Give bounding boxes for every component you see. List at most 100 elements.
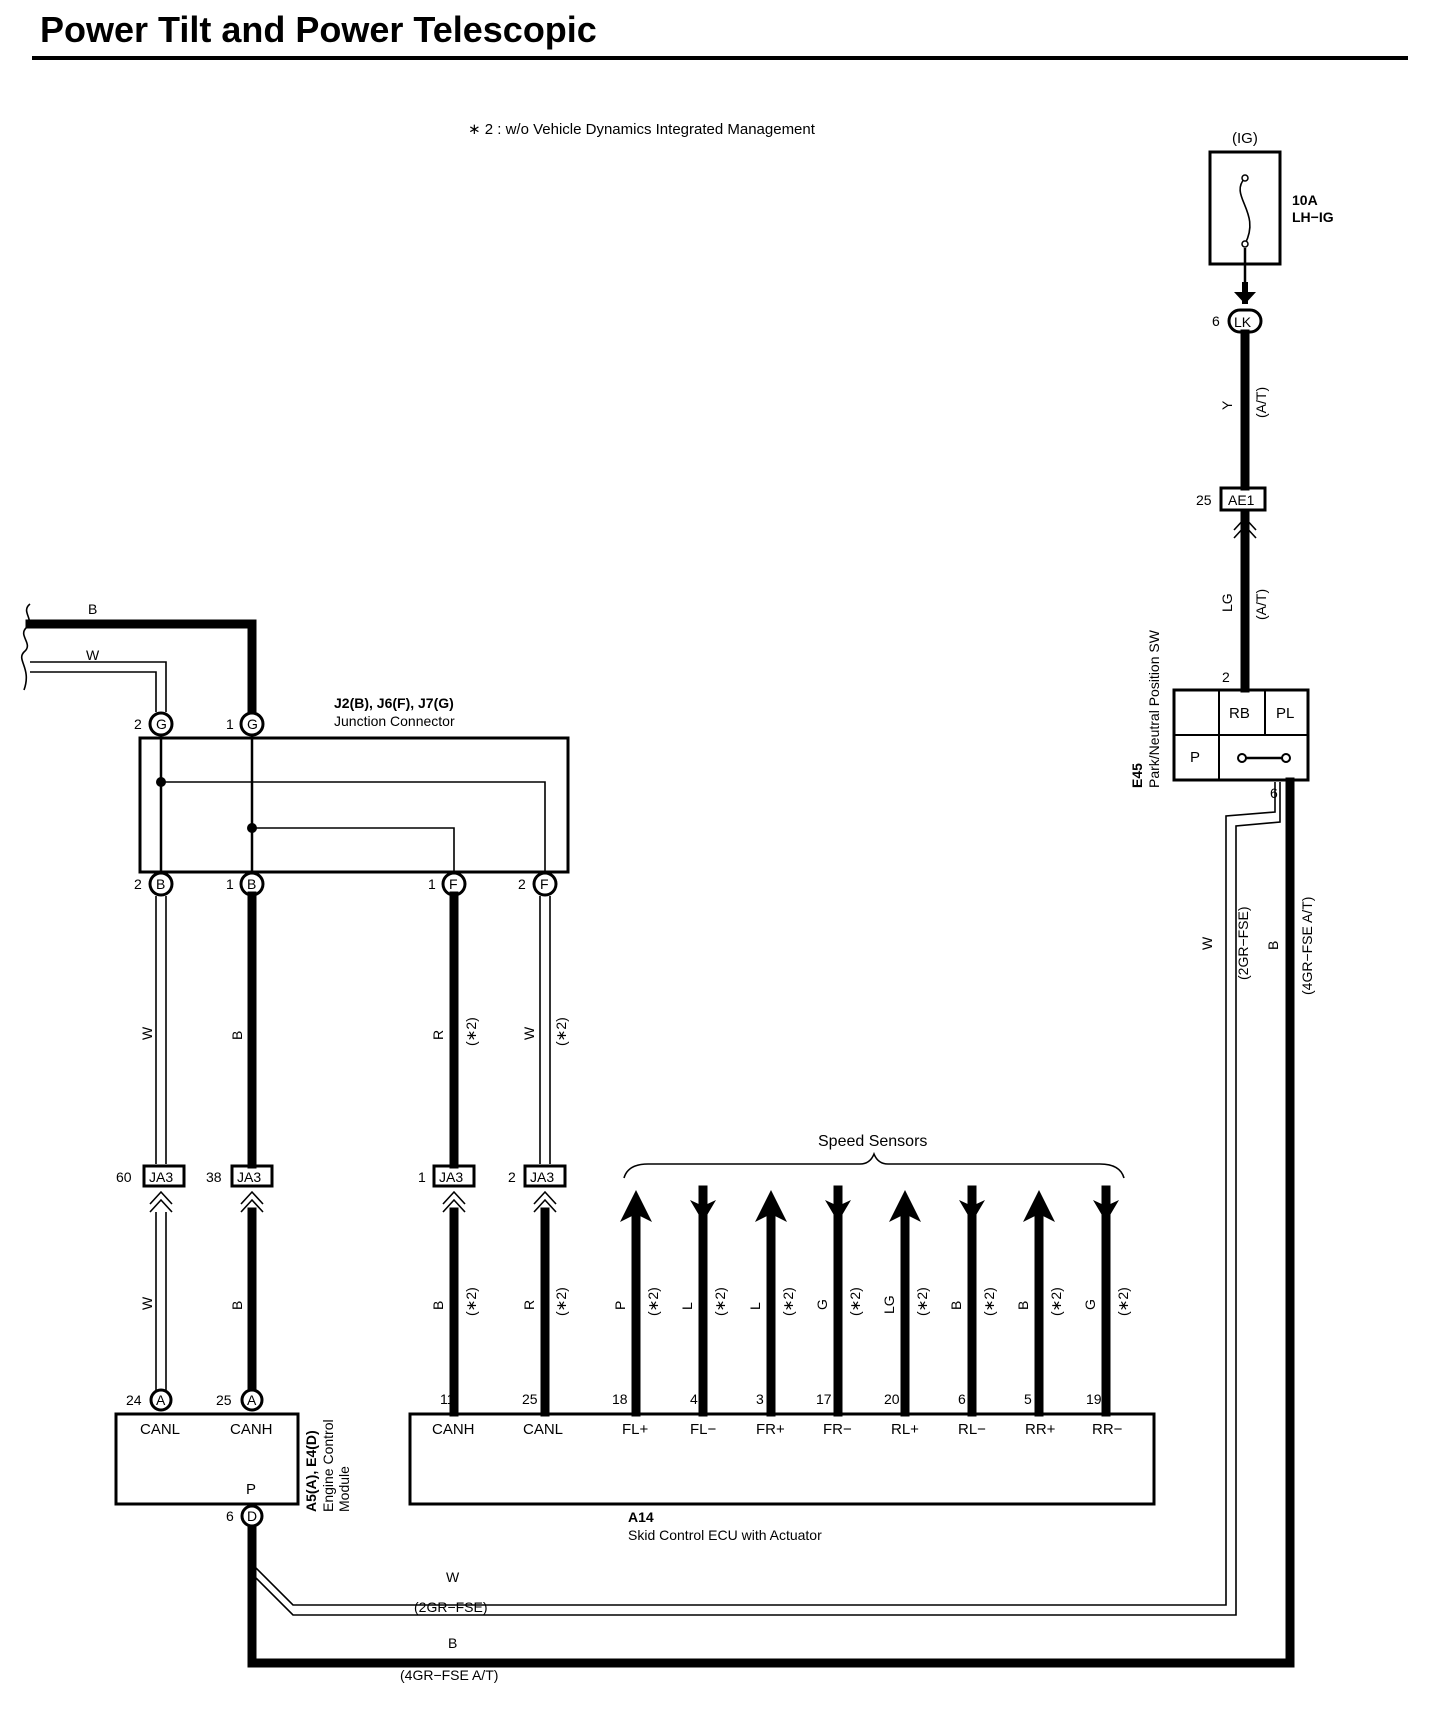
junction-f-2-pin: 2	[518, 876, 526, 892]
ecm-p: P	[246, 1481, 256, 1498]
svg-text:(∗2): (∗2)	[1115, 1287, 1131, 1316]
wire-b-right-color: B	[1265, 941, 1281, 950]
wire-w-upper-2-variant: (∗2)	[553, 1017, 569, 1046]
svg-text:18: 18	[612, 1391, 628, 1407]
svg-text:4: 4	[690, 1391, 698, 1407]
svg-text:25: 25	[522, 1391, 538, 1407]
junction-name: Junction Connector	[334, 713, 455, 729]
svg-text:JA3: JA3	[530, 1169, 554, 1185]
junction-box	[138, 736, 570, 874]
svg-text:P: P	[612, 1301, 628, 1310]
svg-text:JA3: JA3	[439, 1169, 463, 1185]
wire-b-bottom-variant: (4GR−FSE A/T)	[400, 1667, 498, 1683]
svg-text:FR+: FR+	[756, 1421, 785, 1438]
skid-ecu-code: A14	[628, 1509, 654, 1525]
svg-text:L: L	[679, 1302, 695, 1310]
wire-b-4gr	[247, 777, 1295, 1668]
junction-b-2-label: B	[156, 876, 165, 892]
svg-text:RR+: RR+	[1025, 1421, 1056, 1438]
wire-w-2gr-b	[252, 782, 1281, 1616]
svg-text:60: 60	[116, 1169, 132, 1185]
ae1-pin: 25	[1196, 492, 1212, 508]
ecm-canh: CANH	[230, 1421, 273, 1438]
fuse-connector-arrow	[1234, 282, 1256, 304]
svg-text:3: 3	[756, 1391, 764, 1407]
speed-sensors-brace	[623, 1151, 1125, 1179]
ecm-name-2: Module	[336, 1466, 352, 1512]
pnp-pin-bottom: 6	[1270, 785, 1278, 801]
wire-w-right-variant: (2GR−FSE)	[1235, 906, 1251, 980]
svg-text:(∗2): (∗2)	[914, 1287, 930, 1316]
svg-text:(∗2): (∗2)	[847, 1287, 863, 1316]
junction-b-1-pin: 1	[226, 876, 234, 892]
wire-w-top-a	[30, 661, 167, 712]
ecm-a-25-pin: 25	[216, 1392, 232, 1408]
wire-w-lower-1: W	[139, 1296, 155, 1310]
svg-text:RL+: RL+	[891, 1421, 919, 1438]
junction-b-2-pin: 2	[134, 876, 142, 892]
junction-f-1-pin: 1	[428, 876, 436, 892]
wire-b-right-variant: (4GR−FSE A/T)	[1299, 897, 1315, 995]
wire-y-variant: (A/T)	[1253, 387, 1269, 418]
svg-text:JA3: JA3	[237, 1169, 261, 1185]
speed-sensor-fr-minus: G (∗2)	[814, 1185, 863, 1417]
svg-text:11: 11	[440, 1391, 455, 1407]
ja3-connector-2: JA3 38	[206, 1164, 274, 1188]
svg-text:FL+: FL+	[622, 1421, 649, 1438]
lk-connector-label: LK	[1234, 314, 1252, 330]
junction-g-2-label: G	[156, 716, 167, 732]
ja3-connector-1: JA3 60	[116, 1164, 186, 1188]
svg-text:B: B	[1015, 1301, 1031, 1310]
skid-ecu-box	[408, 1412, 1156, 1506]
wire-w-top-color: W	[86, 647, 100, 663]
svg-text:JA3: JA3	[149, 1169, 173, 1185]
wire-r-upper-variant: (∗2)	[463, 1017, 479, 1046]
svg-text:(∗2): (∗2)	[780, 1287, 796, 1316]
wire-b-lower-2-variant: (∗2)	[463, 1287, 479, 1316]
wire-b-lower-2: B	[430, 1301, 446, 1310]
svg-text:19: 19	[1086, 1391, 1102, 1407]
wire-y-color: Y	[1219, 400, 1235, 410]
svg-text:1: 1	[418, 1169, 426, 1185]
skid-ecu-name: Skid Control ECU with Actuator	[628, 1527, 822, 1543]
wire-w-upper-1: W	[139, 1026, 155, 1040]
ja3-connector-3: JA3 1	[418, 1164, 476, 1188]
wire-w-right-color: W	[1199, 936, 1215, 950]
ecm-a-24-pin: 24	[126, 1392, 142, 1408]
svg-text:FL−: FL−	[690, 1421, 717, 1438]
ecm-d-6-pin: 6	[226, 1508, 234, 1524]
wire-b-lower-1: B	[229, 1301, 245, 1310]
svg-text:RR−: RR−	[1092, 1421, 1123, 1438]
pnp-contact-icon	[1237, 753, 1291, 763]
wire-b-bottom-color: B	[448, 1635, 457, 1651]
svg-text:L: L	[747, 1302, 763, 1310]
ecm-d-6	[240, 1504, 264, 1528]
wire-w-bottom-color: W	[446, 1569, 460, 1585]
ja3-arrows	[149, 1190, 557, 1213]
wire-lg-variant: (A/T)	[1253, 589, 1269, 620]
speed-sensor-fl-plus: P (∗2)	[612, 1190, 661, 1417]
speed-sensors-label: Speed Sensors	[818, 1133, 927, 1150]
wire-r-lower-variant: (∗2)	[553, 1287, 569, 1316]
wire-b-top	[25, 619, 257, 715]
fuse-source: (IG)	[1232, 130, 1258, 147]
wire-w-top-b	[30, 671, 157, 712]
ecm-a-24-label: A	[156, 1392, 166, 1408]
wire-w-bottom-variant: (2GR−FSE)	[414, 1599, 488, 1615]
svg-text:(∗2): (∗2)	[981, 1287, 997, 1316]
ecm-a-24	[149, 1388, 173, 1412]
svg-text:5: 5	[1024, 1391, 1032, 1407]
pnp-name: Park/Neutral Position SW	[1146, 629, 1162, 788]
svg-text:(∗2): (∗2)	[645, 1287, 661, 1316]
pnp-code: E45	[1129, 763, 1145, 788]
wire-b-upper-1: B	[229, 1031, 245, 1040]
footnote: ∗ 2 : w/o Vehicle Dynamics Integrated Ma…	[468, 121, 816, 138]
speed-sensor-rl-plus: LG (∗2)	[881, 1190, 930, 1417]
svg-text:FR−: FR−	[823, 1421, 852, 1438]
ecm-a-25-label: A	[247, 1392, 257, 1408]
junction-code: J2(B), J6(F), J7(G)	[334, 695, 454, 711]
skid-terminals: 11 CANH 25 CANL 18 FL+ 4 FL− 3 FR+ 17 FR…	[432, 1391, 1123, 1438]
ae1-connector	[1219, 486, 1267, 512]
junction-b-1-label: B	[247, 876, 256, 892]
